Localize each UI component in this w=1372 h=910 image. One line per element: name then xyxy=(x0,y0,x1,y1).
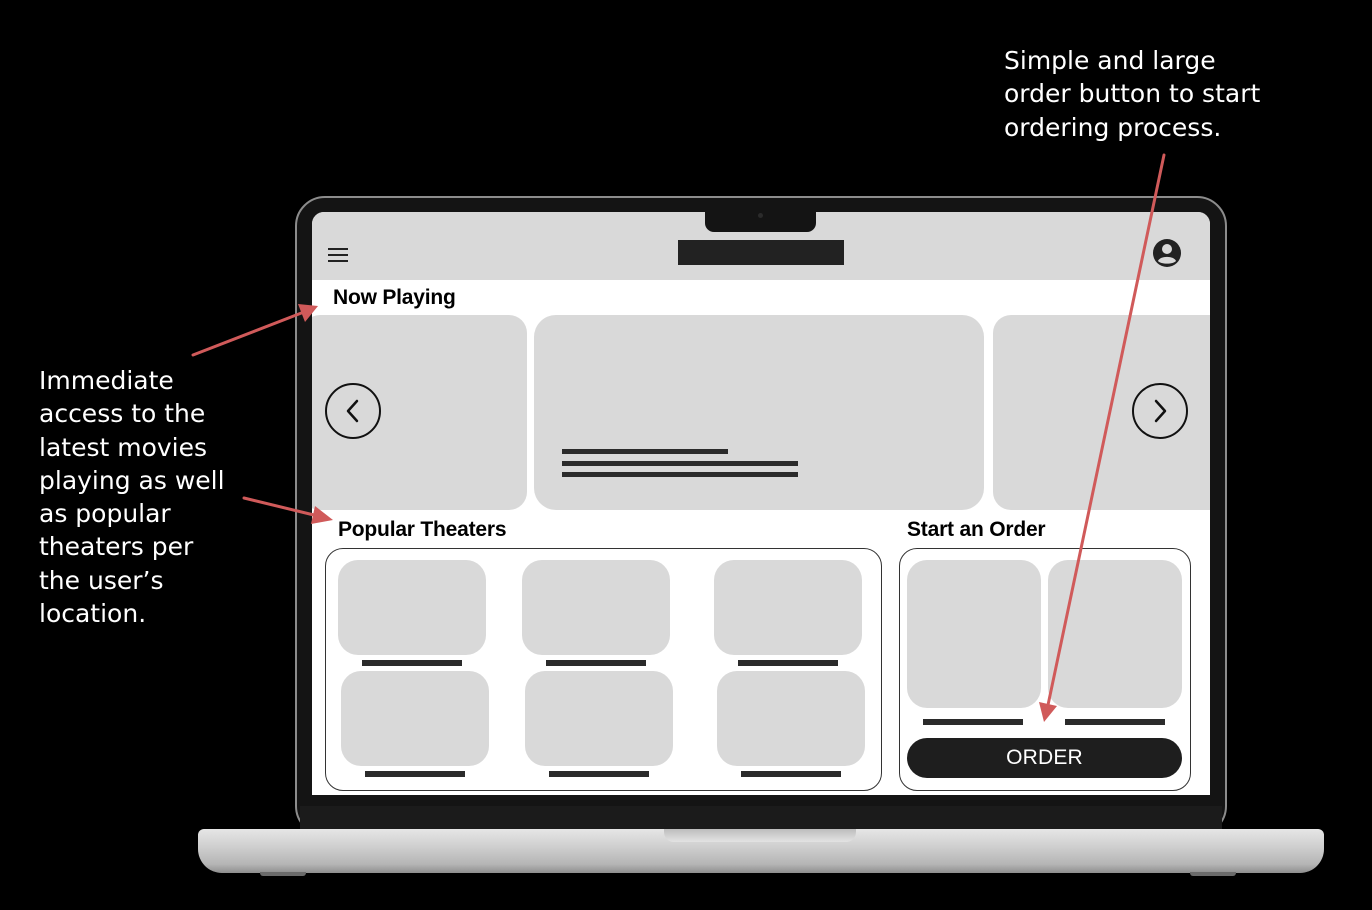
theater-name-line xyxy=(546,660,646,666)
theater-name-line xyxy=(365,771,465,777)
laptop-bezel xyxy=(300,806,1222,830)
theater-name-line xyxy=(362,660,462,666)
carousel-prev-button[interactable] xyxy=(325,383,381,439)
theater-tile[interactable] xyxy=(714,560,862,655)
laptop-foot-right xyxy=(1190,872,1236,876)
order-option-tile[interactable] xyxy=(907,560,1041,708)
theater-tile[interactable] xyxy=(341,671,489,766)
order-annotation: Simple and large order button to start o… xyxy=(1004,46,1261,142)
theater-name-line xyxy=(738,660,838,666)
laptop-base xyxy=(198,829,1324,873)
chevron-right-icon xyxy=(1154,399,1167,423)
arrowhead-icon xyxy=(1039,702,1057,722)
user-circle-icon[interactable] xyxy=(1152,238,1182,268)
theater-tile[interactable] xyxy=(338,560,486,655)
order-option-line xyxy=(923,719,1023,725)
laptop-groove xyxy=(664,829,856,842)
chevron-left-icon xyxy=(346,399,359,423)
hamburger-icon[interactable] xyxy=(328,248,348,262)
camera-dot xyxy=(758,213,763,218)
arrowhead-icon xyxy=(298,304,318,322)
order-option-tile[interactable] xyxy=(1048,560,1182,708)
start-order-title: Start an Order xyxy=(907,518,1046,541)
theater-name-line xyxy=(549,771,649,777)
arrow-to-order xyxy=(1046,153,1166,707)
movie-desc-line-2 xyxy=(562,472,798,477)
theater-tile[interactable] xyxy=(525,671,673,766)
order-option-line xyxy=(1065,719,1165,725)
movie-title-line xyxy=(562,449,728,454)
camera-notch xyxy=(705,210,816,232)
app-title-placeholder xyxy=(678,240,844,265)
movie-card-featured[interactable] xyxy=(534,315,984,510)
laptop-screen: Now Playing Popular Theaters Start an Or… xyxy=(312,212,1210,795)
carousel-next-button[interactable] xyxy=(1132,383,1188,439)
arrowhead-icon xyxy=(311,506,333,524)
movie-desc-line-1 xyxy=(562,461,798,466)
arrow-to-popular-theaters xyxy=(242,496,320,518)
arrow-to-now-playing xyxy=(191,310,306,357)
theater-name-line xyxy=(741,771,841,777)
access-annotation: Immediate access to the latest movies pl… xyxy=(39,366,225,629)
laptop-foot-left xyxy=(260,872,306,876)
order-button[interactable]: ORDER xyxy=(907,738,1182,778)
popular-theaters-title: Popular Theaters xyxy=(338,518,507,541)
theater-tile[interactable] xyxy=(522,560,670,655)
now-playing-title: Now Playing xyxy=(333,286,456,309)
theater-tile[interactable] xyxy=(717,671,865,766)
